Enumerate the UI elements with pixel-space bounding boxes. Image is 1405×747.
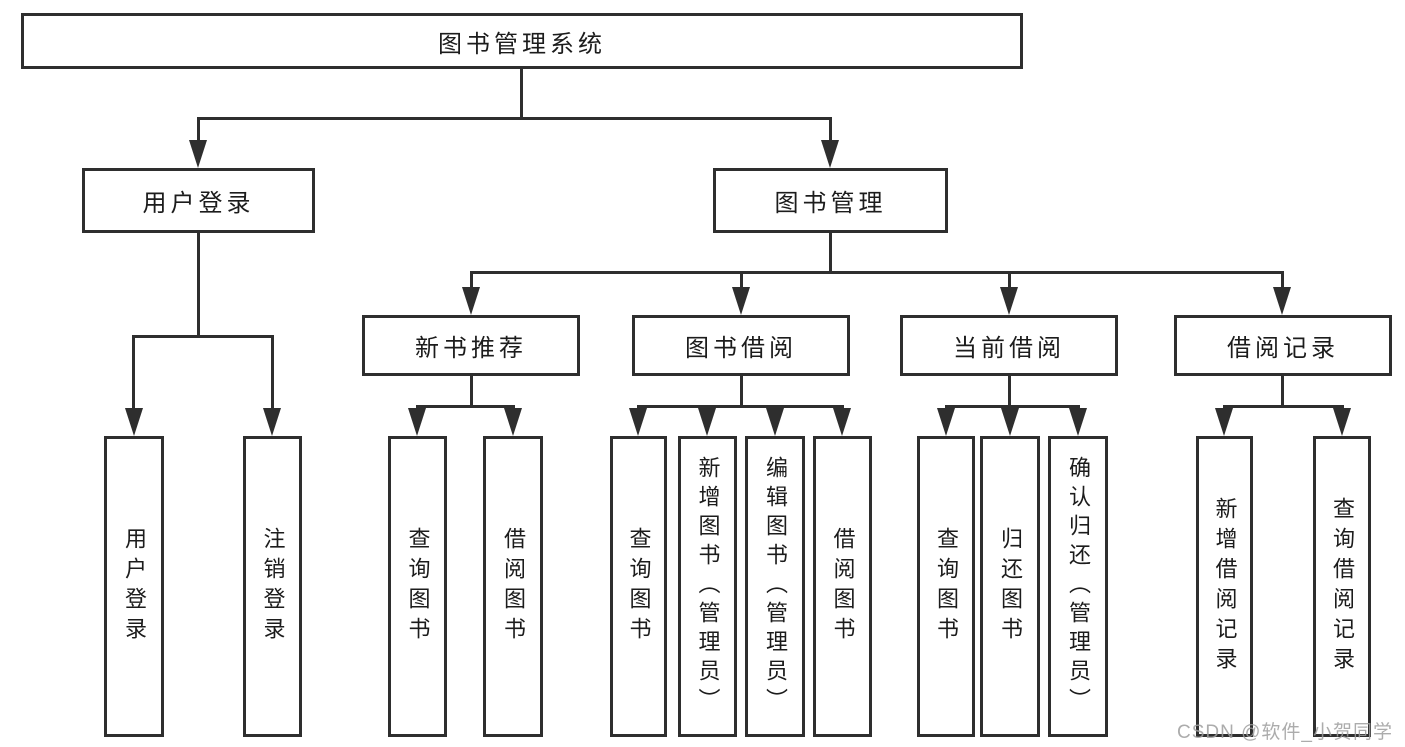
connector-records-drop <box>1281 376 1284 408</box>
connector-newrec-drop <box>470 376 473 408</box>
connector-stub-book-mgmt <box>829 117 832 145</box>
arrowhead-records-add-icon <box>1215 408 1233 436</box>
node-borrow-records: 借阅记录 <box>1174 315 1392 376</box>
arrowhead-current-confirm-icon <box>1069 408 1087 436</box>
connector-root-drop <box>520 69 523 119</box>
connector-stub-leaf-logout <box>271 335 274 410</box>
node-root-library-system: 图书管理系统 <box>21 13 1023 69</box>
arrowhead-user-login-icon <box>189 140 207 168</box>
leaf-query-books-recommend: 查询图书 <box>388 436 447 737</box>
arrowhead-borrow-borrow-icon <box>833 408 851 436</box>
connector-records-split <box>1223 405 1344 408</box>
arrowhead-borrow-query-icon <box>629 408 647 436</box>
connector-newrec-split <box>416 405 515 408</box>
arrowhead-current-query-icon <box>937 408 955 436</box>
leaf-query-books-borrow: 查询图书 <box>610 436 667 737</box>
connector-stub-user-login <box>197 117 200 145</box>
node-user-login: 用户登录 <box>82 168 315 233</box>
connector-bookmgmt-split <box>470 271 1284 274</box>
connector-current-split <box>945 405 1080 408</box>
node-book-management: 图书管理 <box>713 168 948 233</box>
leaf-add-books-admin: 新增图书（管理员） <box>678 436 737 737</box>
connector-borrow-drop <box>740 376 743 408</box>
csdn-watermark: CSDN @软件_小贺同学 <box>1177 722 1393 743</box>
leaf-edit-books-admin: 编辑图书（管理员） <box>745 436 805 737</box>
leaf-add-borrow-record: 新增借阅记录 <box>1196 436 1253 737</box>
arrowhead-book-mgmt-icon <box>821 140 839 168</box>
arrowhead-leaf-login-icon <box>125 408 143 436</box>
leaf-borrow-books-recommend: 借阅图书 <box>483 436 543 737</box>
arrowhead-new-rec-icon <box>462 287 480 315</box>
leaf-confirm-return-admin: 确认归还（管理员） <box>1048 436 1108 737</box>
arrowhead-current-return-icon <box>1001 408 1019 436</box>
connector-stub-leaf-login <box>132 335 135 410</box>
connector-stub-book-borrow <box>740 271 743 289</box>
connector-stub-current <box>1008 271 1011 289</box>
leaf-borrow-books: 借阅图书 <box>813 436 872 737</box>
leaf-return-books: 归还图书 <box>980 436 1040 737</box>
arrowhead-borrow-edit-icon <box>766 408 784 436</box>
arrowhead-records-icon <box>1273 287 1291 315</box>
leaf-query-books-current: 查询图书 <box>917 436 975 737</box>
node-current-borrow: 当前借阅 <box>900 315 1118 376</box>
node-book-borrow: 图书借阅 <box>632 315 850 376</box>
connector-userlogin-drop <box>197 233 200 337</box>
node-new-book-recommend: 新书推荐 <box>362 315 580 376</box>
arrowhead-newrec-query-icon <box>408 408 426 436</box>
connector-stub-records <box>1281 271 1284 289</box>
leaf-user-login: 用户登录 <box>104 436 164 737</box>
arrowhead-leaf-logout-icon <box>263 408 281 436</box>
arrowhead-book-borrow-icon <box>732 287 750 315</box>
leaf-query-borrow-record: 查询借阅记录 <box>1313 436 1371 737</box>
connector-borrow-split <box>637 405 844 408</box>
arrowhead-newrec-borrow-icon <box>504 408 522 436</box>
connector-userlogin-split <box>132 335 274 338</box>
arrowhead-current-icon <box>1000 287 1018 315</box>
connector-current-drop <box>1008 376 1011 408</box>
leaf-logout: 注销登录 <box>243 436 302 737</box>
connector-stub-new-rec <box>470 271 473 289</box>
arrowhead-records-query-icon <box>1333 408 1351 436</box>
connector-bookmgmt-drop <box>829 233 832 274</box>
connector-root-split <box>197 117 832 120</box>
arrowhead-borrow-add-icon <box>698 408 716 436</box>
